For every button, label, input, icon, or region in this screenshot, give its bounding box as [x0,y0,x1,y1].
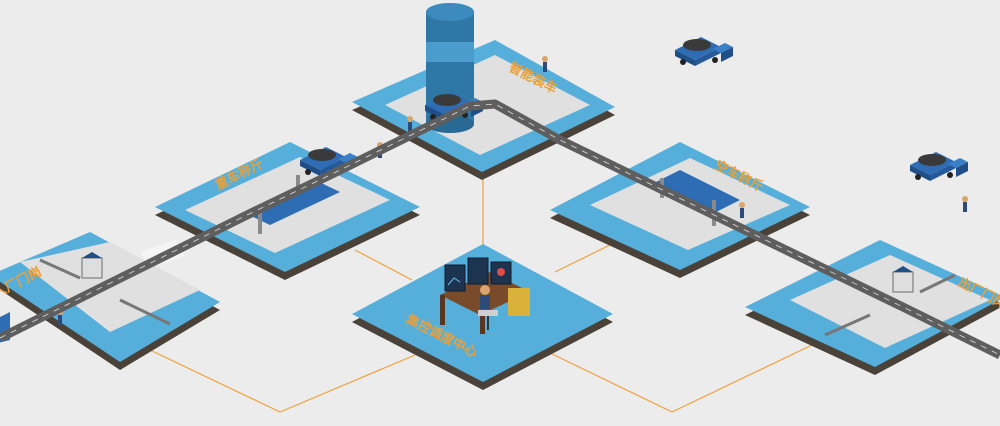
monitor-screens-icon [444,257,512,292]
gate-barrier-icon [824,313,871,337]
scale-post-icon [258,212,262,234]
gate-booth-icon [892,271,914,293]
worker-icon [962,196,968,212]
gate-barrier-icon [39,258,81,280]
truck-waiting-icon [910,152,968,181]
platform-entry-gate [0,232,220,370]
platform-control-center [352,244,613,390]
platform-exit-gate [745,240,1000,375]
truck-waiting-icon [675,37,733,66]
platform-smart-loading [352,3,615,180]
weighbridge-scale-icon [650,170,740,215]
weighbridge-scale-icon [245,180,340,225]
platform-empty-weigh [550,142,810,278]
gate-booth-icon [81,257,103,279]
connector-lines [149,180,813,413]
operator-icon [478,285,498,330]
platform-heavy-weigh [155,142,420,280]
